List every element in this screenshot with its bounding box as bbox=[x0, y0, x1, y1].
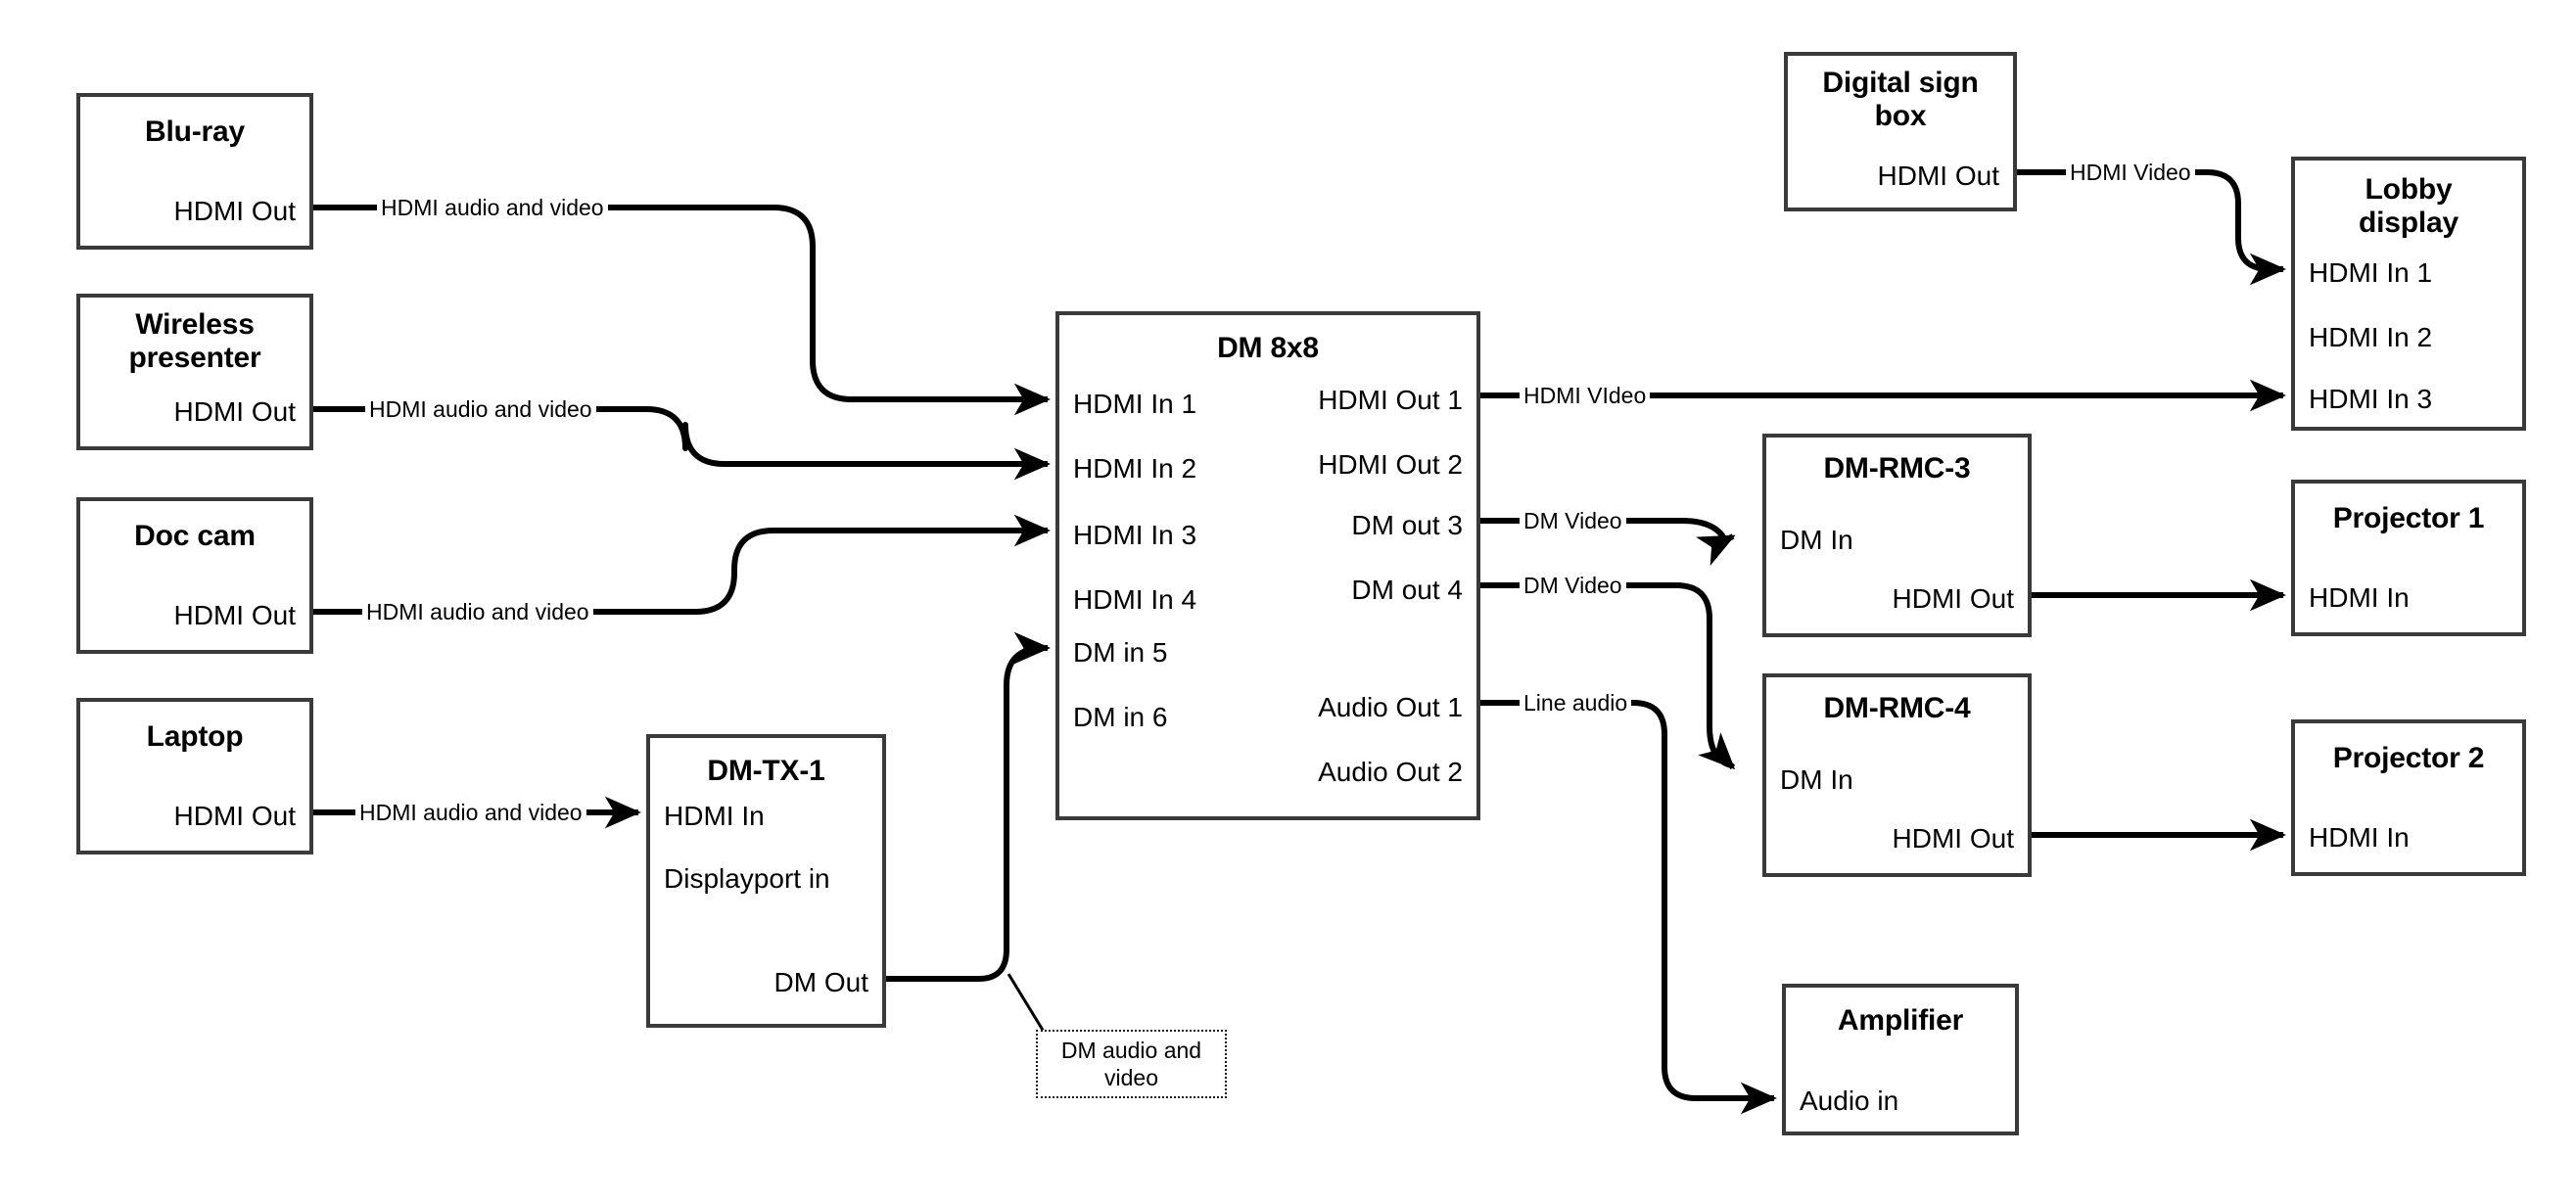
node-dm-8x8[interactable]: DM 8x8 HDMI In 1 HDMI In 2 HDMI In 3 HDM… bbox=[1055, 311, 1480, 820]
node-dm-8x8-port-audio-out-1: Audio Out 1 bbox=[1318, 692, 1463, 722]
wire-label-dm-out-4: DM Video bbox=[1520, 573, 1626, 598]
node-doc-cam-port-hdmi-out: HDMI Out bbox=[173, 600, 296, 630]
node-lobby-display-title-line1: Lobby bbox=[2365, 173, 2453, 206]
node-dm-8x8-port-hdmi-out-2: HDMI Out 2 bbox=[1318, 449, 1463, 480]
node-dm-8x8-port-audio-out-2: Audio Out 2 bbox=[1318, 757, 1463, 787]
node-laptop-port-hdmi-out: HDMI Out bbox=[173, 801, 296, 831]
node-digital-sign-box-title-line1: Digital sign bbox=[1822, 67, 1979, 99]
wire-label-digitalsign-to-lobby: HDMI Video bbox=[2066, 160, 2195, 185]
node-wireless-presenter-title-line1: Wireless bbox=[135, 308, 255, 341]
node-digital-sign-box-port-hdmi-out: HDMI Out bbox=[1877, 161, 1999, 191]
node-dm-tx-1-port-displayport-in: Displayport in bbox=[664, 863, 830, 894]
node-dm-tx-1-title: DM-TX-1 bbox=[707, 755, 825, 787]
wire-label-wireless-to-dm8x8: HDMI audio and video bbox=[365, 396, 596, 422]
node-wireless-presenter[interactable]: Wireless presenter HDMI Out bbox=[76, 294, 313, 450]
node-dm-8x8-port-dm-in-5: DM in 5 bbox=[1073, 637, 1168, 668]
node-dm-8x8-port-dm-in-6: DM in 6 bbox=[1073, 702, 1168, 732]
node-doc-cam-title: Doc cam bbox=[134, 520, 256, 552]
node-dm-8x8-port-hdmi-in-1: HDMI In 1 bbox=[1073, 389, 1197, 419]
wire-label-laptop-to-dmtx1: HDMI audio and video bbox=[355, 800, 586, 825]
node-projector-2-title: Projector 2 bbox=[2332, 742, 2485, 774]
node-projector-2-port-hdmi-in: HDMI In bbox=[2309, 822, 2410, 853]
wire-label-dm-out-3: DM Video bbox=[1520, 508, 1626, 533]
node-dm-8x8-port-dm-out-4: DM out 4 bbox=[1351, 575, 1463, 605]
node-dm-rmc-3-title: DM-RMC-3 bbox=[1823, 452, 1971, 485]
node-dm-rmc-3-port-hdmi-out: HDMI Out bbox=[1892, 583, 2014, 614]
node-wireless-presenter-port-hdmi-out: HDMI Out bbox=[173, 396, 296, 427]
node-amplifier-title: Amplifier bbox=[1837, 1004, 1964, 1037]
wire-label-doccam-to-dm8x8: HDMI audio and video bbox=[362, 599, 593, 624]
node-dm-rmc-3-port-dm-in: DM In bbox=[1780, 525, 1853, 555]
node-bluray-port-hdmi-out: HDMI Out bbox=[173, 196, 296, 226]
node-lobby-display-port-hdmi-in-1: HDMI In 1 bbox=[2309, 257, 2433, 288]
node-dm-tx-1-port-hdmi-in: HDMI In bbox=[664, 801, 765, 831]
node-bluray[interactable]: Blu-ray HDMI Out bbox=[76, 93, 313, 250]
node-dm-8x8-port-dm-out-3: DM out 3 bbox=[1351, 510, 1463, 540]
node-dm-8x8-port-hdmi-in-4: HDMI In 4 bbox=[1073, 584, 1197, 615]
node-lobby-display[interactable]: Lobby display HDMI In 1 HDMI In 2 HDMI I… bbox=[2291, 157, 2526, 431]
node-digital-sign-box-title-line2: box bbox=[1874, 100, 1927, 132]
node-laptop-title: Laptop bbox=[146, 720, 244, 753]
note-dm-audio-and-video: DM audio and video bbox=[1036, 1030, 1227, 1098]
wire-dm8x8-audio-out-1-to-amplifier-audio-in bbox=[1480, 700, 1777, 1115]
node-laptop[interactable]: Laptop HDMI Out bbox=[76, 698, 313, 855]
wire-dmtx1-to-dm8x8-dm-in-5 bbox=[886, 631, 1051, 982]
node-bluray-title: Blu-ray bbox=[145, 115, 245, 148]
node-dm-8x8-title: DM 8x8 bbox=[1217, 332, 1319, 364]
node-dm-8x8-port-hdmi-in-2: HDMI In 2 bbox=[1073, 453, 1197, 484]
node-dm-rmc-4-port-dm-in: DM In bbox=[1780, 764, 1853, 795]
node-dm-rmc-3[interactable]: DM-RMC-3 DM In HDMI Out bbox=[1762, 434, 2032, 637]
node-wireless-presenter-title-line2: presenter bbox=[128, 342, 261, 374]
node-lobby-display-port-hdmi-in-3: HDMI In 3 bbox=[2309, 384, 2433, 414]
node-dm-tx-1[interactable]: DM-TX-1 HDMI In Displayport in DM Out bbox=[646, 734, 886, 1028]
node-dm-rmc-4-port-hdmi-out: HDMI Out bbox=[1892, 823, 2014, 854]
wire-digitalsign-to-lobby-hdmi-in-1 bbox=[2017, 169, 2286, 286]
node-projector-2[interactable]: Projector 2 HDMI In bbox=[2291, 719, 2526, 876]
node-dm-8x8-port-hdmi-out-1: HDMI Out 1 bbox=[1318, 385, 1463, 415]
node-doc-cam[interactable]: Doc cam HDMI Out bbox=[76, 497, 313, 654]
note-dm-audio-and-video-text: DM audio and video bbox=[1060, 1038, 1202, 1090]
node-dm-8x8-port-hdmi-in-3: HDMI In 3 bbox=[1073, 520, 1197, 550]
node-dm-rmc-4[interactable]: DM-RMC-4 DM In HDMI Out bbox=[1762, 673, 2032, 877]
node-amplifier-port-audio-in: Audio in bbox=[1800, 1086, 1899, 1116]
wire-label-dm8x8-hdmi-out-1: HDMI VIdeo bbox=[1520, 383, 1651, 408]
wire-label-bluray-to-dm8x8: HDMI audio and video bbox=[377, 195, 608, 220]
node-amplifier[interactable]: Amplifier Audio in bbox=[1782, 984, 2019, 1135]
node-projector-1[interactable]: Projector 1 HDMI In bbox=[2291, 480, 2526, 636]
node-projector-1-title: Projector 1 bbox=[2332, 502, 2485, 534]
node-lobby-display-port-hdmi-in-2: HDMI In 2 bbox=[2309, 322, 2433, 352]
wire-label-line-audio: Line audio bbox=[1520, 690, 1632, 716]
node-dm-tx-1-port-dm-out: DM Out bbox=[773, 967, 868, 997]
wire-bluray-to-dm8x8-hdmi-in-1 bbox=[313, 205, 1051, 416]
node-projector-1-port-hdmi-in: HDMI In bbox=[2309, 582, 2410, 613]
node-digital-sign-box[interactable]: Digital sign box HDMI Out bbox=[1784, 52, 2017, 211]
node-dm-rmc-4-title: DM-RMC-4 bbox=[1823, 692, 1971, 724]
node-lobby-display-title-line2: display bbox=[2359, 207, 2459, 239]
wire-dm8x8-dm-out-4-to-dmrmc4-dm-in bbox=[1480, 582, 1736, 770]
